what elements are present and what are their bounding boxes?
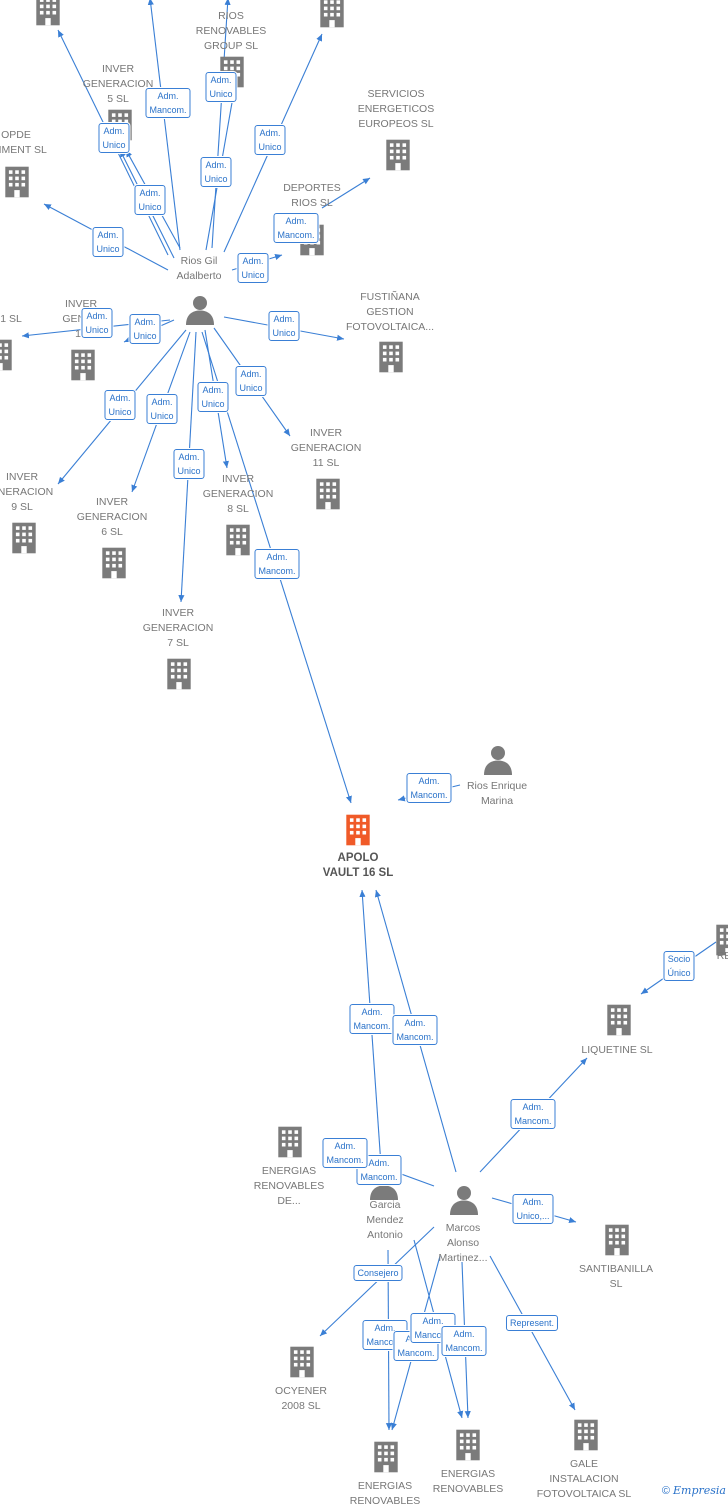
- edge-label[interactable]: Adm. Unico: [92, 227, 124, 257]
- person-icon-marcos[interactable]: [450, 1186, 478, 1215]
- node-label-inver9[interactable]: INVER ENERACION 9 SL: [0, 471, 54, 513]
- edge-label[interactable]: Adm. Mancom.: [145, 88, 191, 118]
- node-label-servicios[interactable]: SERVICIOS ENERGETICOS EUROPEOS SL: [357, 88, 435, 130]
- node-label-marcos[interactable]: Marcos Alonso Martinez...: [438, 1222, 488, 1264]
- edge-label[interactable]: Adm. Unico: [98, 123, 130, 153]
- edge-label[interactable]: Socio Único: [663, 951, 695, 981]
- edge-label[interactable]: Adm. Unico: [197, 382, 229, 412]
- node-label-opde[interactable]: OPDE STIMENT SL: [0, 129, 47, 156]
- node-label-fustinana[interactable]: FUSTIÑANA GESTION FOTOVOLTAICA...: [345, 291, 435, 333]
- edge-label[interactable]: Adm. Mancom.: [322, 1138, 368, 1168]
- edge-label[interactable]: Adm. Unico: [200, 157, 232, 187]
- edge-label[interactable]: Adm. Unico: [81, 308, 113, 338]
- node-label-rios_enrique[interactable]: Rios Enrique Marina: [466, 780, 528, 807]
- node-label-energias_b1[interactable]: ENERGIAS RENOVABLES: [349, 1480, 421, 1507]
- node-label-energias_de[interactable]: ENERGIAS RENOVABLES DE...: [253, 1165, 325, 1207]
- edge-label[interactable]: Adm. Unico: [134, 185, 166, 215]
- edge-label[interactable]: Adm. Unico: [205, 72, 237, 102]
- edge-label[interactable]: Adm. Mancom.: [273, 213, 319, 243]
- edge-label[interactable]: Adm. Unico: [146, 394, 178, 424]
- edge-label[interactable]: Adm. Mancom.: [406, 773, 452, 803]
- building-icon-inver11[interactable]: [316, 478, 340, 510]
- node-label-santibanilla[interactable]: SANTIBANILLA SL: [578, 1263, 654, 1290]
- building-icon-ocyener[interactable]: [290, 1346, 314, 1378]
- building-icon-inver7[interactable]: [167, 658, 191, 690]
- edge-label[interactable]: Adm. Mancom.: [510, 1099, 556, 1129]
- node-label-gale[interactable]: GALE INSTALACION FOTOVOLTAICA SL: [536, 1458, 632, 1500]
- building-icon-energias_b2[interactable]: [456, 1429, 480, 1461]
- edge-label[interactable]: Consejero: [353, 1265, 403, 1281]
- node-label-deportes[interactable]: DEPORTES RIOS SL: [283, 182, 341, 209]
- brand-logo: Empresia: [673, 1484, 726, 1497]
- edge-marcos-to-gale: [489, 1255, 576, 1411]
- building-icon-inver6[interactable]: [102, 547, 126, 579]
- building-icon-top_mid[interactable]: [320, 0, 344, 28]
- node-label-ocyener[interactable]: OCYENER 2008 SL: [275, 1385, 327, 1412]
- building-icon-energias_b1[interactable]: [374, 1441, 398, 1473]
- building-icon-inver9[interactable]: [12, 522, 36, 554]
- node-label-liquetine[interactable]: LIQUETINE SL: [581, 1044, 653, 1056]
- building-icon-top_left[interactable]: [36, 0, 60, 26]
- node-label-inver7[interactable]: INVER GENERACION 7 SL: [142, 607, 214, 649]
- edge-label[interactable]: Adm. Unico: [237, 253, 269, 283]
- edge-label[interactable]: Adm. Unico: [173, 449, 205, 479]
- node-label-inver5[interactable]: INVER GENERACION 5 SL: [82, 63, 154, 105]
- edge-label[interactable]: Adm. Unico: [254, 125, 286, 155]
- edge-label[interactable]: Adm. Unico: [235, 366, 267, 396]
- building-icon-fustinana[interactable]: [379, 341, 403, 373]
- building-icon-liquetine[interactable]: [607, 1004, 631, 1036]
- building-icon-left_1sl[interactable]: [0, 339, 12, 371]
- building-icon-inver13[interactable]: [71, 349, 95, 381]
- building-icon-gale[interactable]: [574, 1419, 598, 1451]
- node-label-inver11[interactable]: INVER GENERACION 11 SL: [290, 427, 362, 469]
- node-label-left_1sl[interactable]: 1 SL: [0, 313, 22, 325]
- edge-label[interactable]: Adm. Mancom.: [254, 549, 300, 579]
- edge-label[interactable]: Adm. Unico: [104, 390, 136, 420]
- node-label-rios_renov[interactable]: RIOS RENOVABLES GROUP SL: [195, 10, 267, 52]
- edge-label[interactable]: Adm. Mancom.: [349, 1004, 395, 1034]
- building-icon-opde[interactable]: [5, 166, 29, 198]
- building-icon-energias_de[interactable]: [278, 1126, 302, 1158]
- edge-garcia-to-apolo: [359, 889, 383, 1181]
- edge-label[interactable]: Adm. Unico: [268, 311, 300, 341]
- building-icon-inver8[interactable]: [226, 524, 250, 556]
- edge-label[interactable]: Adm. Unico: [129, 314, 161, 344]
- person-icon-rios_gil[interactable]: [186, 296, 214, 325]
- edge-rios_gil-to-servicios: [321, 177, 371, 209]
- edge-label[interactable]: Adm. Unico,...: [512, 1194, 554, 1224]
- building-icon-apolo[interactable]: [346, 814, 370, 846]
- node-label-inver8[interactable]: INVER GENERACION 8 SL: [202, 473, 274, 515]
- person-icon-rios_enrique[interactable]: [484, 746, 512, 775]
- copyright-symbol: ©: [661, 1485, 670, 1497]
- edge-label[interactable]: Represent.: [505, 1315, 559, 1331]
- node-label-garcia[interactable]: Garcia Mendez Antonio: [366, 1199, 404, 1241]
- node-label-re_right[interactable]: RE: [716, 950, 728, 962]
- node-label-rios_gil[interactable]: Rios Gil Adalberto: [176, 255, 222, 282]
- edge-label[interactable]: Adm. Mancom.: [392, 1015, 438, 1045]
- node-label-apolo[interactable]: APOLO VAULT 16 SL: [322, 852, 394, 879]
- node-label-energias_b2[interactable]: ENERGIAS RENOVABLES: [432, 1468, 504, 1495]
- building-icon-santibanilla[interactable]: [605, 1224, 629, 1256]
- building-icon-servicios[interactable]: [386, 139, 410, 171]
- edge-label[interactable]: Adm. Mancom.: [441, 1326, 487, 1356]
- copyright-credit: © Empresia: [662, 1484, 726, 1497]
- edge-rios_gil-to-rios_renov: [211, 0, 231, 249]
- node-label-inver6[interactable]: INVER GENERACION 6 SL: [76, 496, 148, 538]
- edge-rios_gil-to-top_left: [147, 0, 181, 251]
